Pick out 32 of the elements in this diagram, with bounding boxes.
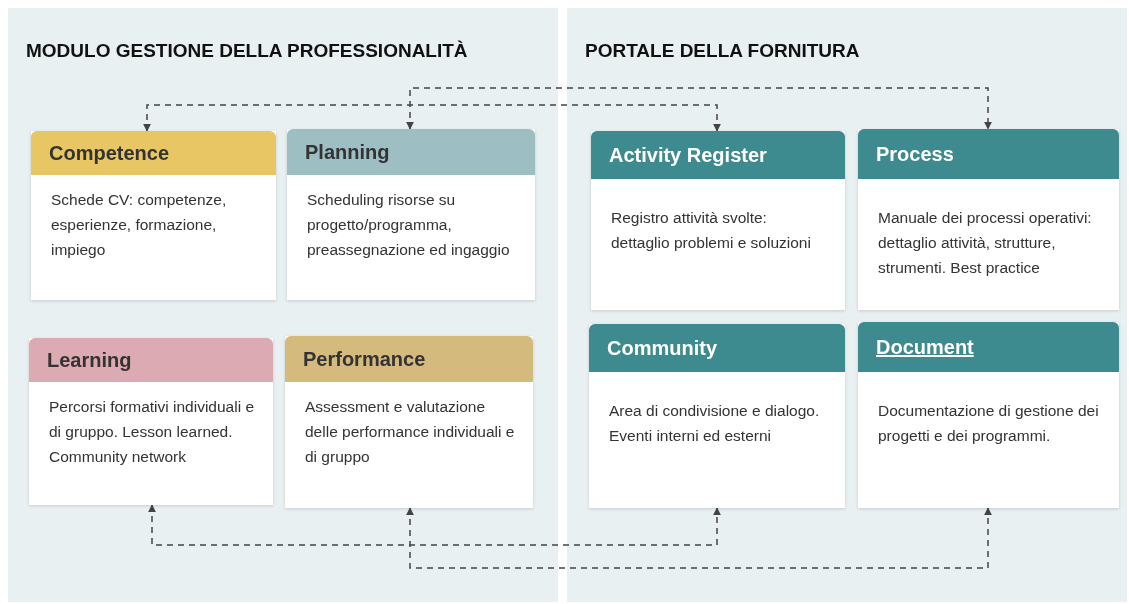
panel-background	[567, 8, 1127, 602]
card-description: Assessment e valutazione delle performance individuali e di gruppo	[304, 397, 516, 467]
dashed-connector	[143, 104, 721, 132]
card-title: Document	[876, 335, 974, 359]
info-card	[31, 131, 276, 300]
card-title: Performance	[303, 347, 426, 371]
card-description: Percorsi formativi individuali e di gruppo. Lesson learned. Community network	[48, 397, 256, 467]
dashed-connector	[148, 504, 721, 546]
dashed-connector	[406, 87, 992, 130]
info-card	[589, 324, 845, 508]
info-card	[285, 336, 533, 508]
card-title: Activity Register	[609, 143, 767, 167]
panel-title: PORTALE DELLA FORNITURA	[585, 40, 860, 62]
card-description: Schede CV: competenze, esperienze, formazione, impiego	[50, 190, 228, 260]
card-description: Area di condivisione e dialogo. Eventi interni ed esterni	[608, 401, 821, 446]
panel-background	[8, 8, 558, 602]
card-title: Planning	[305, 140, 390, 164]
info-card	[858, 129, 1119, 310]
card-title: Community	[607, 336, 717, 360]
card-description: Scheduling risorse su progetto/programma, preassegnazione ed ingaggio	[306, 190, 511, 260]
panel-title: MODULO GESTIONE DELLA PROFESSIONALITÀ	[26, 40, 468, 62]
card-description: Manuale dei processi operativi: dettaglio attività, strutture, strumenti. Best practice	[877, 208, 1093, 278]
info-card	[29, 338, 273, 505]
info-card	[591, 131, 845, 310]
card-description: Documentazione di gestione dei progetti e dei programmi.	[877, 401, 1100, 446]
info-card	[287, 129, 535, 300]
dashed-connector	[406, 507, 992, 569]
info-card	[858, 322, 1119, 508]
card-title: Competence	[49, 141, 170, 165]
card-title: Process	[876, 142, 954, 166]
card-description: Registro attività svolte: dettaglio problemi e soluzioni	[610, 208, 812, 253]
card-title: Learning	[47, 348, 132, 372]
